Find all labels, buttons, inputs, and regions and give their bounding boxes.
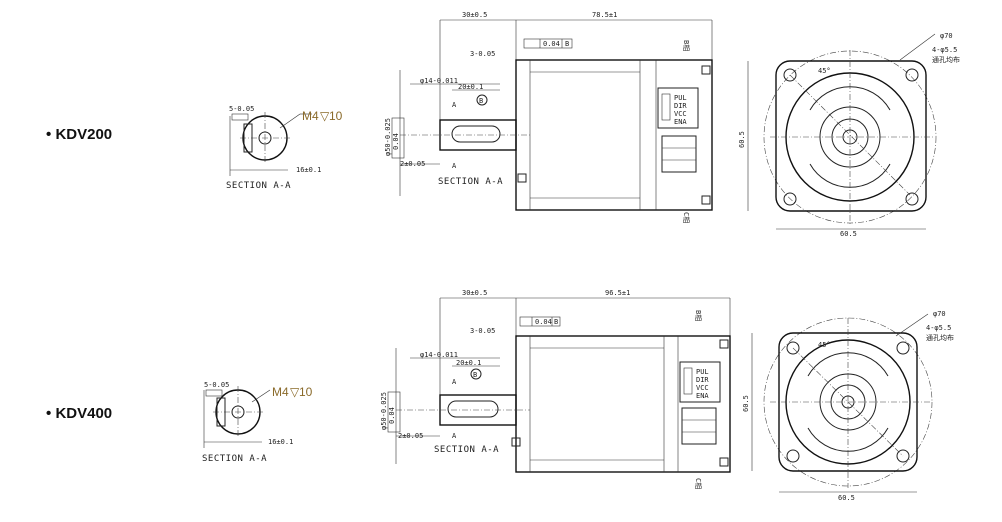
flange-length: 30±0.5: [462, 289, 487, 297]
connector-pin: VCC: [696, 384, 709, 392]
bolt-circle: φ70: [940, 32, 953, 40]
square-horizontal: 60.5: [840, 230, 857, 238]
step-length: 3-0.05: [470, 50, 495, 58]
step-length: 3-0.05: [470, 327, 495, 335]
shaft-offset: 16±0.1: [296, 166, 321, 174]
section-mark-a: A: [452, 162, 457, 170]
connector-pin: VCC: [674, 110, 687, 118]
angle-label: 45°: [818, 341, 831, 349]
shaft-section-view: 5-0.05 M4 ▽ 10 16±0.1 SECTION A-A: [202, 381, 313, 464]
shaft-offset: 16±0.1: [268, 438, 293, 446]
shaft-diameter: φ14-0.011: [420, 351, 458, 359]
angle-label: 45°: [818, 67, 831, 75]
gdt-ref: B: [554, 318, 558, 326]
section-mark-a: A: [452, 101, 457, 109]
square-vertical: 60.5: [738, 131, 746, 148]
bolt-circle: φ70: [933, 310, 946, 318]
key-tolerance: 5-0.05: [229, 105, 254, 113]
section-mark-a: A: [452, 432, 457, 440]
connector-pin: PUL: [696, 368, 709, 376]
front-view: 60.5 60.5 45° φ70 4-φ5.5 通孔均布: [738, 32, 960, 238]
front-view: 60.5 60.5 45° φ70 4-φ5.5 通孔均布: [742, 310, 954, 502]
holes: 4-φ5.5: [926, 324, 951, 332]
connector-pin: DIR: [674, 102, 687, 110]
thread-label: M4: [302, 109, 319, 123]
shaft-section-view: 5-0.05 M4 ▽ 10 16±0.1 SECTION A-A: [226, 105, 343, 191]
bullet-icon: •: [46, 126, 52, 143]
gdt-value: 0.04: [535, 318, 552, 326]
model-label-kdv200: • KDV200: [46, 126, 112, 143]
cable-bottom-label: C相: [682, 212, 691, 223]
shaft-section-label: SECTION A-A: [438, 177, 503, 187]
datum-b: B: [473, 371, 477, 379]
thread-depth: 10: [329, 109, 343, 123]
gdt-value: 0.04: [543, 40, 560, 48]
square-horizontal: 60.5: [838, 494, 855, 502]
shaft-step: 2±0.05: [400, 160, 425, 168]
connector-pin: DIR: [696, 376, 709, 384]
connector-pin: ENA: [674, 118, 687, 126]
flange-length: 30±0.5: [462, 11, 487, 19]
thread-label: M4: [272, 385, 289, 399]
section-label: SECTION A-A: [202, 454, 267, 464]
side-view: 30±0.5 78.5±1 3-0.05 0.04 B PUL DIR VCC …: [384, 11, 713, 223]
kdv400-drawing: 5-0.05 M4 ▽ 10 16±0.1 SECTION A-A 30±0.5…: [202, 289, 954, 502]
pilot-diameter: φ50-0.025: [384, 118, 392, 156]
model-name: KDV200: [55, 126, 113, 143]
thread-depth-icon: ▽: [290, 385, 300, 399]
key-length: 20±0.1: [458, 83, 483, 91]
shaft-step: 2±0.05: [398, 432, 423, 440]
gdt-ref: B: [565, 40, 569, 48]
pilot-diameter: φ50-0.025: [380, 392, 388, 430]
holes-note: 通孔均布: [932, 55, 960, 64]
cable-top-label: B相: [694, 310, 703, 321]
body-length: 78.5±1: [592, 11, 617, 19]
key-length: 20±0.1: [456, 359, 481, 367]
thread-depth-icon: ▽: [320, 109, 330, 123]
holes-note: 通孔均布: [926, 333, 954, 342]
connector-pin: PUL: [674, 94, 687, 102]
body-length: 96.5±1: [605, 289, 630, 297]
cable-top-label: B相: [682, 40, 691, 51]
holes: 4-φ5.5: [932, 46, 957, 54]
cable-bottom-label: C相: [694, 478, 703, 489]
model-name: KDV400: [55, 405, 113, 422]
datum-b: B: [479, 97, 483, 105]
side-view: 30±0.5 96.5±1 3-0.05 0.04 B PUL DIR VCC …: [380, 289, 731, 489]
shaft-section-label: SECTION A-A: [434, 445, 499, 455]
shaft-diameter: φ14-0.011: [420, 77, 458, 85]
gdt-pilot: 0.04: [388, 407, 396, 424]
gdt-pilot: 0.04: [392, 133, 400, 150]
thread-depth: 10: [299, 385, 313, 399]
section-mark-a: A: [452, 378, 457, 386]
key-tolerance: 5-0.05: [204, 381, 229, 389]
kdv200-drawing: 5-0.05 M4 ▽ 10 16±0.1 SECTION A-A 30±0.5…: [226, 11, 960, 238]
bullet-icon: •: [46, 405, 52, 422]
model-label-kdv400: • KDV400: [46, 405, 112, 422]
connector-pin: ENA: [696, 392, 709, 400]
square-vertical: 60.5: [742, 395, 750, 412]
section-label: SECTION A-A: [226, 181, 291, 191]
